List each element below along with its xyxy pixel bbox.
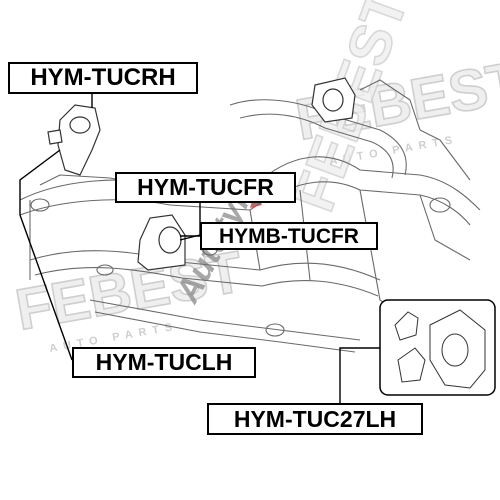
label-hym-tuc27lh: HYM-TUC27LH bbox=[207, 403, 423, 435]
mount-top-drawing bbox=[311, 77, 356, 123]
label-hym-tucrh: HYM-TUCRH bbox=[8, 62, 198, 94]
mount-rh-drawing bbox=[47, 104, 101, 176]
label-hym-tucfr: HYM-TUCFR bbox=[115, 172, 296, 203]
mount-fr-drawing bbox=[137, 214, 186, 271]
label-hymb-tucfr: HYMB-TUCFR bbox=[200, 222, 378, 250]
leader-lines bbox=[19, 94, 380, 403]
label-hym-tuclh: HYM-TUCLH bbox=[72, 347, 256, 378]
inset-tuc27lh bbox=[379, 299, 496, 396]
